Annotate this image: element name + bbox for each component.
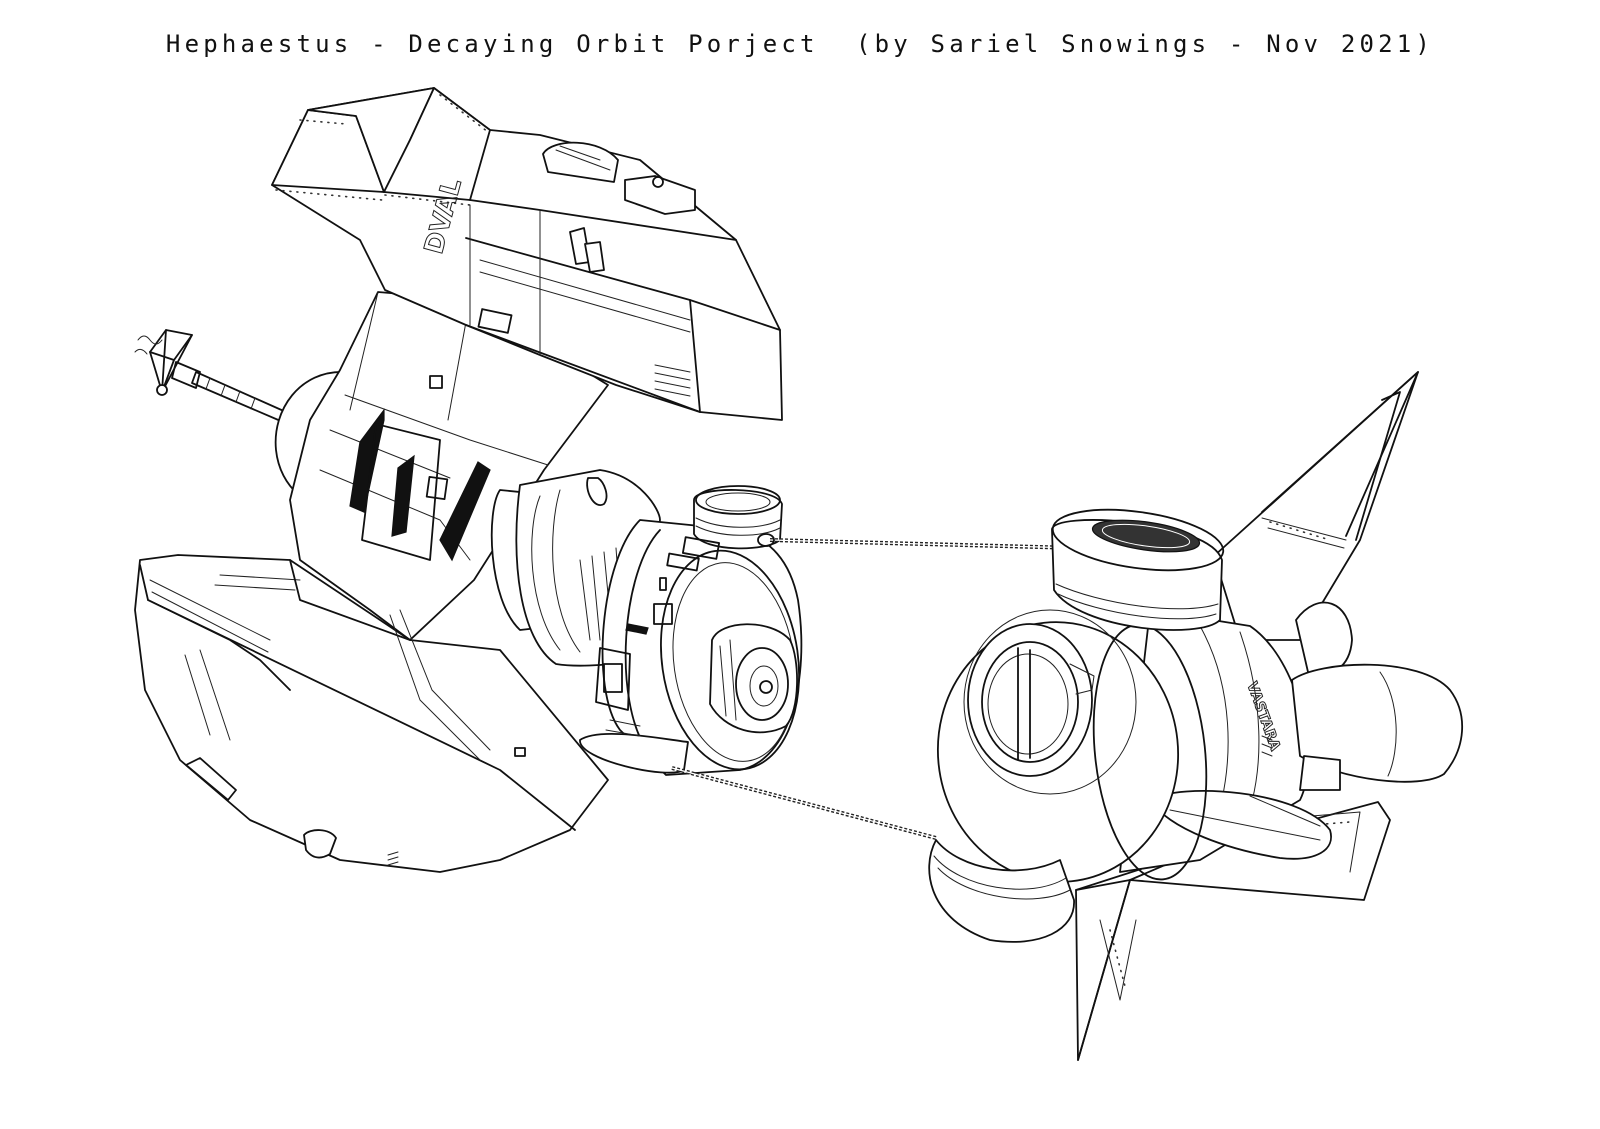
left-module: DVAL bbox=[135, 88, 782, 872]
hub-vents bbox=[350, 376, 490, 560]
thruster-pods bbox=[1150, 603, 1462, 859]
right-module: VASTARA bbox=[925, 372, 1462, 1060]
page-title: Hephaestus - Decaying Orbit Porject (by … bbox=[165, 30, 1435, 58]
middle-module bbox=[580, 486, 813, 778]
top-fin bbox=[1214, 372, 1418, 640]
bottom-docking-port bbox=[929, 840, 1074, 942]
lower-wing bbox=[135, 555, 608, 872]
upper-wing: DVAL bbox=[272, 88, 782, 420]
top-docking-port bbox=[1049, 500, 1227, 630]
grappling-arm bbox=[135, 330, 286, 422]
